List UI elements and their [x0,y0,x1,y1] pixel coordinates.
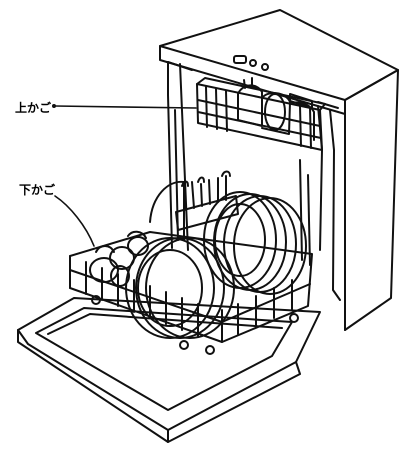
lower-leader [54,195,95,247]
cabinet [159,9,399,331]
upper-leader [54,105,197,109]
door [17,297,321,443]
lower-dishes [89,170,307,339]
upper-basket [196,77,326,151]
upper-basket-label: 上かご [15,101,52,115]
tub-opening [167,61,341,301]
lower-basket-label: 下かご [19,183,56,197]
